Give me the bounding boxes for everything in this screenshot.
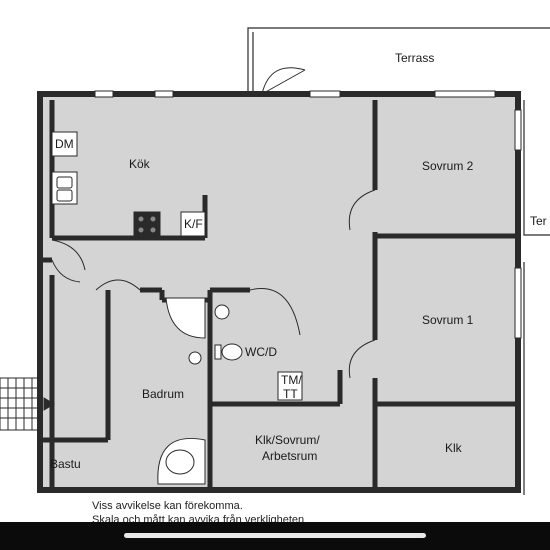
sovrum2-label: Sovrum 2 xyxy=(422,159,474,173)
windows xyxy=(94,90,522,339)
tm-tt-box xyxy=(277,371,303,401)
fixtures xyxy=(51,131,303,485)
wcd-label: WC/D xyxy=(245,345,277,359)
klk-sovrum-label-line1: Klk/Sovrum/ xyxy=(255,433,320,447)
kf-label: K/F xyxy=(184,217,203,231)
terrass-right-label: Ter xyxy=(530,214,547,228)
dm-cabinet xyxy=(51,131,78,157)
klk-label: Klk xyxy=(445,441,463,455)
interior-walls xyxy=(40,100,518,490)
kok-label: Kök xyxy=(129,157,151,171)
home-indicator[interactable] xyxy=(124,533,426,538)
tm-label: TM/ xyxy=(281,373,302,387)
stove xyxy=(133,211,161,237)
sovrum1-label: Sovrum 1 xyxy=(422,313,474,327)
house-outline xyxy=(37,91,521,493)
toilet xyxy=(221,343,243,361)
dm-label: DM xyxy=(55,137,74,151)
bastu-label: Bastu xyxy=(50,457,81,471)
bottom-system-bar xyxy=(0,522,550,550)
shower xyxy=(165,297,206,339)
terrass-label: Terrass xyxy=(395,51,434,65)
klk-sovrum-label-line2: Arbetsrum xyxy=(262,449,317,463)
disclaimer-line-1: Viss avvikelse kan förekomma. xyxy=(92,500,243,512)
stairs xyxy=(0,377,55,431)
tt-label: TT xyxy=(283,387,298,401)
door-swings xyxy=(51,67,376,379)
badrum-label: Badrum xyxy=(142,387,184,401)
bathtub xyxy=(157,438,206,485)
fridge-freezer xyxy=(180,211,206,237)
